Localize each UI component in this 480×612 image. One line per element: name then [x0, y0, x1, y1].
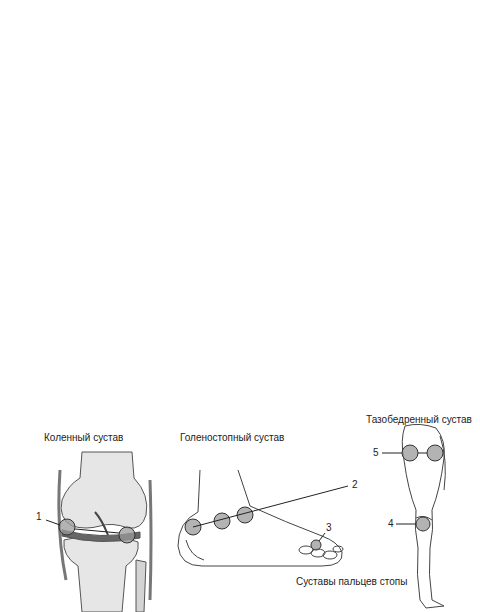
callout-number: 5 [373, 447, 379, 458]
body-outline [402, 424, 444, 608]
tibia [64, 537, 138, 612]
callout-number: 1 [36, 511, 42, 522]
joint-marker [402, 445, 418, 461]
femur [61, 452, 147, 528]
leader-line [382, 453, 402, 454]
arm [440, 436, 445, 490]
callout-number: 2 [352, 479, 358, 490]
joint-marker [119, 527, 135, 543]
leader-line [319, 533, 325, 541]
joint-title: Голеностопный сустав [180, 432, 284, 443]
callout-number: 3 [326, 522, 332, 533]
joint-marker [311, 540, 321, 550]
joint-title: Коленный сустав [44, 432, 123, 443]
toe [333, 546, 343, 552]
leader-line [396, 524, 416, 525]
leader-line [75, 529, 119, 533]
foot-drawing [178, 470, 343, 566]
callout-number: 4 [388, 518, 394, 529]
tendon-right [150, 480, 151, 600]
foot-outline [178, 470, 342, 566]
joint-title: Суставы пальцев стопы [296, 576, 407, 587]
leader-line [418, 453, 427, 454]
leader-line [193, 486, 348, 527]
heel-line [186, 540, 204, 560]
joint-title: Тазобедренный сустав [366, 414, 472, 425]
toe [323, 551, 337, 559]
knee-drawing [59, 452, 151, 612]
body-drawing [402, 424, 445, 608]
joint-marker [427, 445, 443, 461]
leader-line [46, 520, 60, 525]
fibula [136, 560, 146, 612]
joint-marker [59, 519, 75, 535]
joint-marker [416, 517, 430, 531]
